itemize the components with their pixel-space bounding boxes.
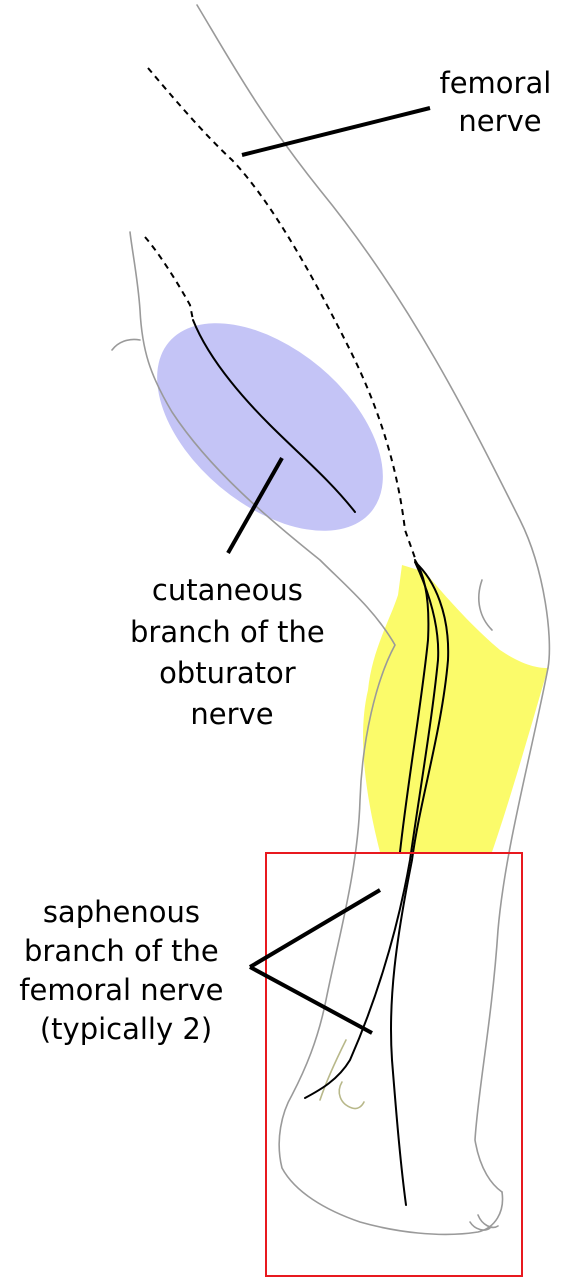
saphenous-leader-line-lower [250, 967, 372, 1033]
obturator-nerve-label: cutaneous branch of the obturator nerve [130, 573, 334, 731]
femoral-nerve-label: femoral nerve [439, 66, 560, 138]
saphenous-cutaneous-area [363, 565, 548, 852]
ankle-detail [320, 1040, 364, 1109]
obturator-cutaneous-area [119, 282, 422, 571]
saphenous-nerve-label: saphenous branch of the femoral nerve (t… [19, 895, 232, 1046]
saphenous-leader-line-upper [250, 890, 380, 967]
femoral-leader-line [242, 108, 430, 155]
